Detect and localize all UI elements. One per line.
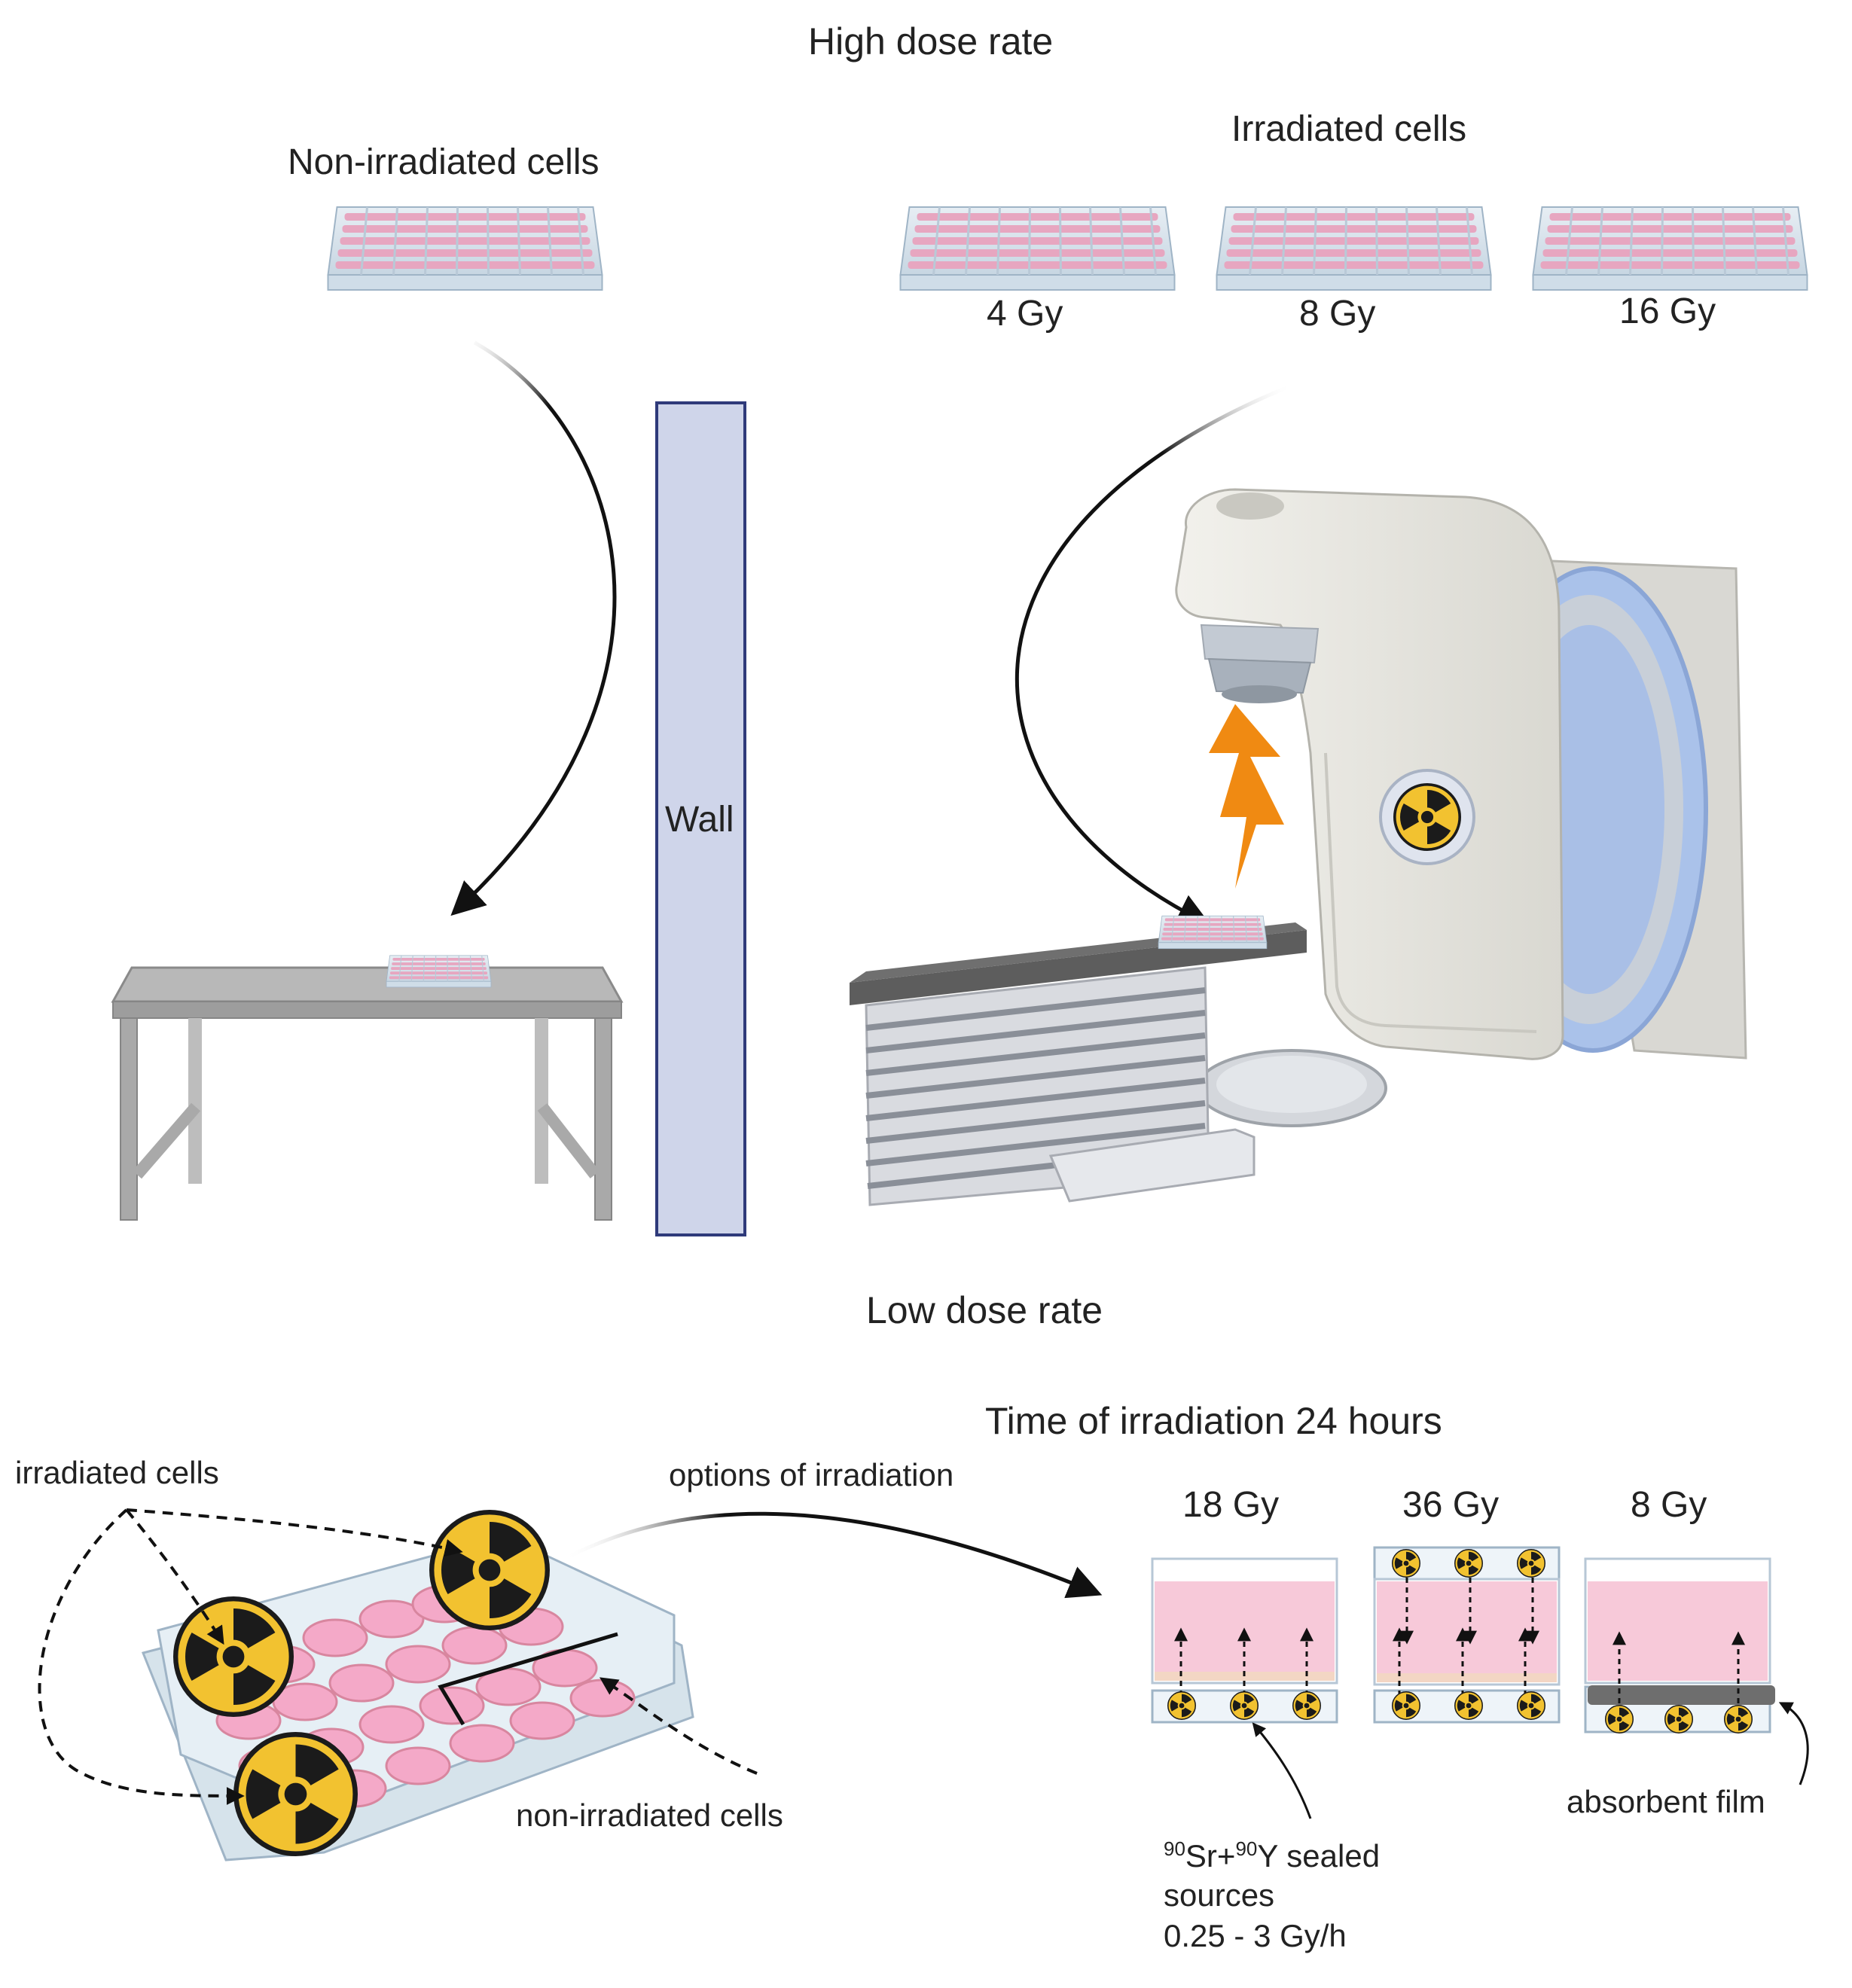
wall-block xyxy=(655,401,746,1236)
dose-label-16gy: 16 Gy xyxy=(1619,291,1716,331)
dose-label-4gy: 4 Gy xyxy=(987,294,1063,334)
lightning-icon xyxy=(1209,704,1284,889)
linac-icon xyxy=(850,488,1747,1206)
sealed-sources-line2: sources xyxy=(1164,1877,1275,1913)
well-plate-icon xyxy=(326,206,604,291)
sr-mass-number: 90 xyxy=(1164,1837,1185,1860)
well-plate-icon xyxy=(1158,915,1268,950)
dose-label-8gy: 8 Gy xyxy=(1299,294,1376,334)
non-irradiated-cells-label: Non-irradiated cells xyxy=(288,142,600,182)
y-mass-number: 90 xyxy=(1235,1837,1258,1860)
time-of-irradiation-label: Time of irradiation 24 hours xyxy=(985,1400,1442,1442)
dose-label-18gy: 18 Gy xyxy=(1182,1485,1280,1525)
y-text: Y sealed xyxy=(1257,1838,1381,1874)
dose-label-36gy: 36 Gy xyxy=(1402,1485,1500,1525)
setup-8gy xyxy=(1584,1557,1775,1733)
low-dose-rate-title: Low dose rate xyxy=(866,1289,1103,1331)
sr-text: Sr+ xyxy=(1185,1838,1236,1874)
setup-36gy xyxy=(1373,1546,1561,1724)
radiation-icon xyxy=(427,1510,548,1628)
transfer-arrow-nonirradiated xyxy=(450,340,617,916)
sealed-sources-line1: 90Sr+90Y sealed xyxy=(1164,1839,1380,1872)
transfer-arrow-irradiated xyxy=(1014,383,1292,926)
irradiated-cells-label-low: irradiated cells xyxy=(15,1455,219,1490)
dose-rate-range: 0.25 - 3 Gy/h xyxy=(1164,1918,1347,1953)
well-plate-icon xyxy=(1215,206,1493,291)
absorbent-film-label: absorbent film xyxy=(1567,1784,1765,1819)
radiation-icon xyxy=(171,1596,291,1715)
well-plate-icon xyxy=(1531,206,1809,291)
high-dose-rate-title: High dose rate xyxy=(808,20,1054,63)
options-of-irradiation-label: options of irradiation xyxy=(669,1457,954,1493)
dose-label-8gy-low: 8 Gy xyxy=(1631,1485,1707,1525)
absorbent-film xyxy=(1588,1685,1775,1705)
film-pointer xyxy=(1778,1702,1809,1785)
setup-18gy xyxy=(1151,1557,1338,1724)
irradiated-cells-label: Irradiated cells xyxy=(1231,109,1467,149)
wall-label: Wall xyxy=(665,800,734,840)
well-plate-icon xyxy=(899,206,1176,291)
options-arrow xyxy=(563,1511,1103,1599)
source-pointer xyxy=(1252,1722,1312,1819)
well-plate-icon xyxy=(386,955,492,988)
non-irradiated-cells-label-low: non-irradiated cells xyxy=(516,1797,783,1833)
table-icon xyxy=(111,966,624,1221)
